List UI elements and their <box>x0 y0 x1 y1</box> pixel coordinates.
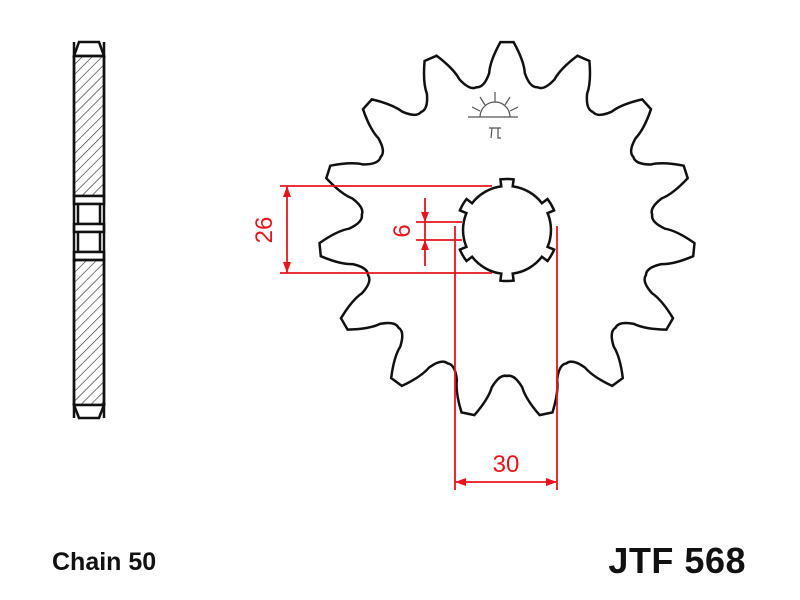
dimension-6-label: 6 <box>389 224 416 237</box>
dimension-30-label: 30 <box>493 451 520 478</box>
dimension-26-label: 26 <box>251 217 278 244</box>
chain-size-label: Chain 50 <box>52 548 157 576</box>
sprocket-side-view <box>72 40 106 420</box>
dimension-lines <box>280 185 558 490</box>
bore-outline <box>458 177 556 283</box>
sprocket-outline <box>318 40 696 417</box>
jt-logo-icon <box>468 92 519 139</box>
part-number-label: JTF 568 <box>608 540 746 581</box>
